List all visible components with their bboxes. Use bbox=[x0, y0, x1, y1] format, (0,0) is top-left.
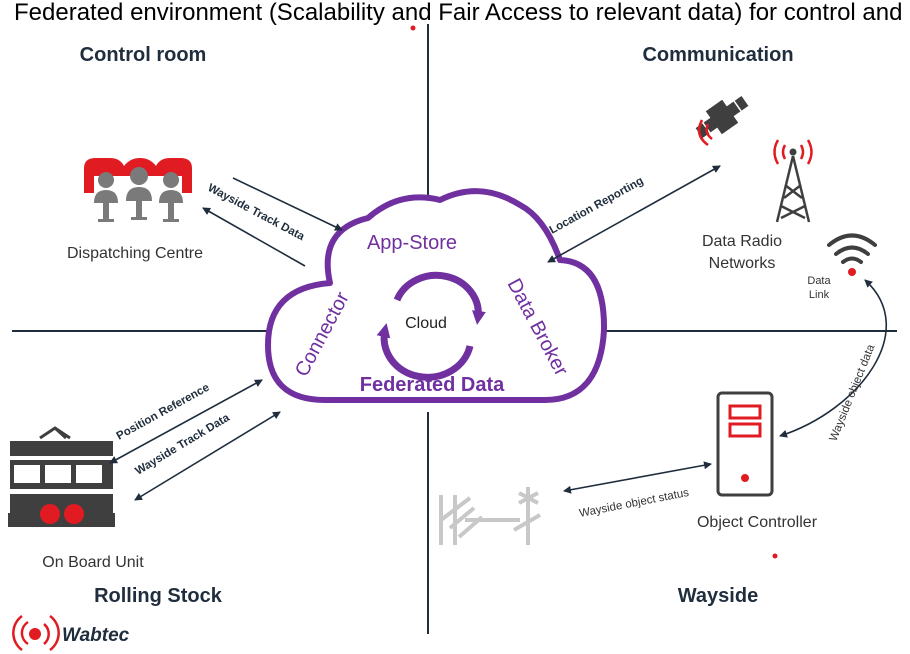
data-link-label-line2: Link bbox=[809, 289, 830, 301]
arrow-wayside-object-status bbox=[563, 461, 712, 494]
diagram-caption: Federated environment (Scalability and F… bbox=[14, 0, 910, 26]
quadrant-communication: Communication bbox=[642, 44, 793, 66]
data-radio-label-line1: Data Radio bbox=[702, 233, 782, 250]
quadrant-control-room: Control room bbox=[80, 44, 207, 66]
red-dot-bottom bbox=[772, 553, 778, 559]
object-controller-icon bbox=[716, 391, 774, 497]
arrow-location-reporting bbox=[547, 165, 721, 263]
cloud-shape bbox=[265, 188, 608, 403]
cloud-federated-data-label: Federated Data bbox=[360, 374, 505, 396]
quadrant-rolling-stock: Rolling Stock bbox=[94, 585, 223, 607]
train-icon bbox=[8, 426, 115, 527]
wabtec-logo-icon bbox=[12, 614, 60, 652]
satellite-signal-icon bbox=[697, 119, 713, 147]
cloud-core-label: Cloud bbox=[405, 315, 447, 332]
wayside-signal-icon bbox=[439, 487, 541, 545]
link-label-wayside-object-status: Wayside object status bbox=[578, 487, 690, 520]
arrow-wayside-object-data bbox=[779, 279, 887, 438]
quadrant-wayside: Wayside bbox=[678, 585, 758, 607]
link-label-wayside-track-data-top: Wayside Track Data bbox=[206, 182, 307, 243]
data-radio-label-line2: Networks bbox=[709, 255, 776, 272]
wifi-dot-icon bbox=[848, 268, 856, 276]
radio-tower-icon bbox=[773, 139, 813, 223]
cloud-app-store-label: App-Store bbox=[367, 232, 457, 254]
wabtec-brand: Wabtec bbox=[62, 625, 130, 646]
arrow-wayside-track-data bbox=[134, 411, 281, 501]
red-dot-top bbox=[410, 25, 416, 31]
link-label-wayside-object-data: Wayside object data bbox=[828, 342, 878, 443]
object-controller-label: Object Controller bbox=[697, 514, 818, 531]
sync-arrows-icon bbox=[376, 271, 486, 381]
data-link-label-line1: Data bbox=[807, 275, 831, 287]
dispatching-centre-icon bbox=[84, 158, 192, 222]
arrow-dispatch-cloud-lower bbox=[202, 207, 306, 267]
arrow-dispatch-cloud-upper bbox=[232, 177, 343, 231]
link-label-location-reporting: Location Reporting bbox=[548, 175, 646, 237]
wifi-icon bbox=[827, 233, 877, 264]
dispatching-centre-label: Dispatching Centre bbox=[67, 245, 203, 262]
on-board-unit-label: On Board Unit bbox=[42, 554, 144, 571]
link-arrows bbox=[109, 165, 887, 501]
